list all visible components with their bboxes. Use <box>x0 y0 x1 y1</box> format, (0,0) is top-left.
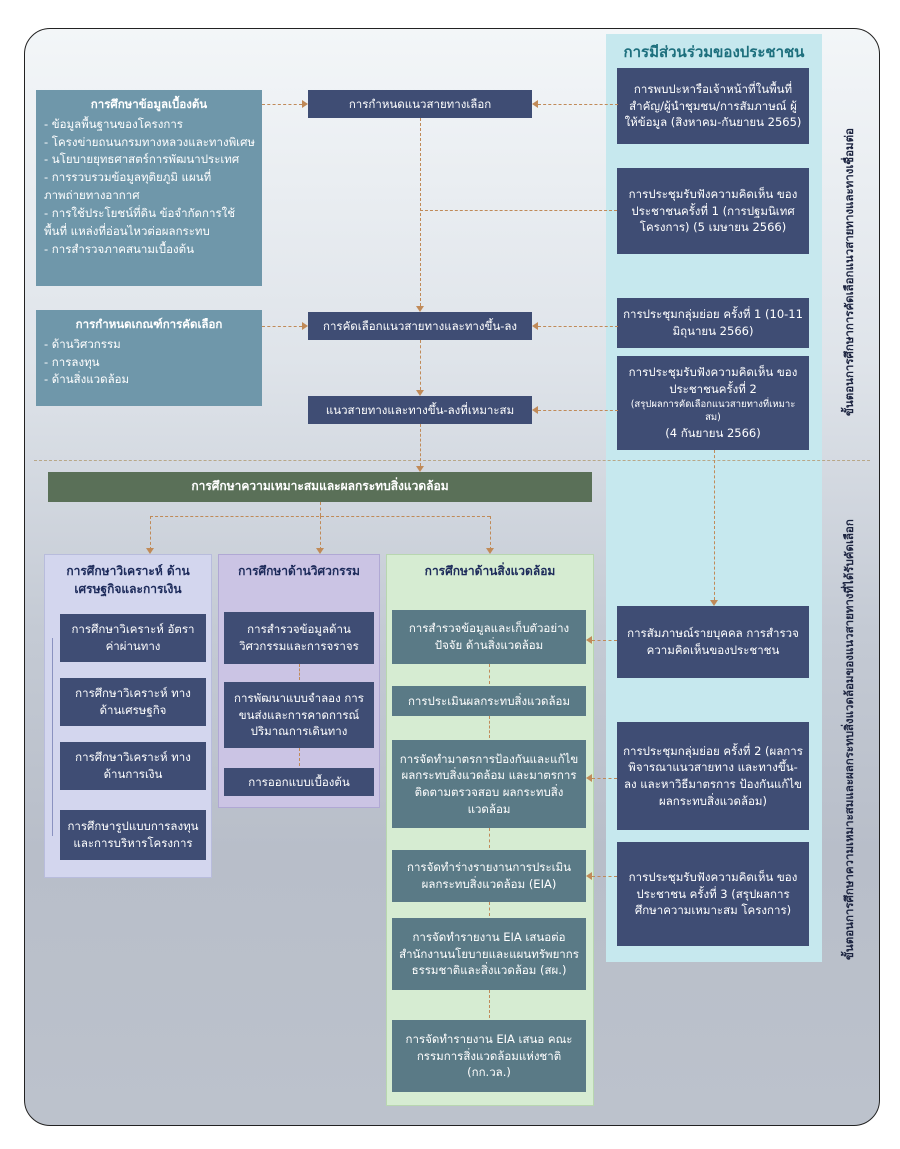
engineering-survey: การสำรวจข้อมูลด้าน วิศวกรรมและการจราจร <box>224 612 374 664</box>
baseline-study-box: การศึกษาข้อมูลเบื้องต้น - ข้อมูลพื้นฐานข… <box>36 90 262 286</box>
criteria-title: การกำหนดเกณฑ์การคัดเลือก <box>75 317 223 331</box>
pp-group-2: การประชุมกลุ่มย่อย ครั้งที่ 2 (ผลการพิจา… <box>617 722 809 830</box>
arrow <box>416 466 424 472</box>
baseline-study-title: การศึกษาข้อมูลเบื้องต้น <box>90 97 208 111</box>
connector <box>489 990 490 1018</box>
pp-hearing-2-line2: (สรุปผลการคัดเลือกแนวสายทางที่เหมาะสม) <box>630 398 796 424</box>
connector <box>592 876 617 877</box>
arrow <box>146 548 154 554</box>
criteria-item: - การลงทุน <box>44 354 100 369</box>
connector <box>489 902 490 916</box>
criteria-box: การกำหนดเกณฑ์การคัดเลือก - ด้านวิศวกรรม … <box>36 310 262 406</box>
connector <box>538 410 618 411</box>
connector <box>150 516 151 550</box>
baseline-item: - การสำรวจภาคสนามเบื้องต้น <box>44 241 194 256</box>
public-participation-title: การมีส่วนร่วมของประชาชน <box>623 43 805 61</box>
phase-separator <box>34 460 870 461</box>
economic-investment: การศึกษารูปแบบการลงทุน และการบริหารโครงก… <box>60 810 206 860</box>
arrow <box>710 600 718 606</box>
connector <box>538 326 618 327</box>
arrow <box>532 100 538 108</box>
connector <box>299 748 300 766</box>
suitable-routes-box: แนวสายทางและทางขึ้น-ลงที่เหมาะสม <box>308 396 532 424</box>
pp-hearing-2-line3: (4 กันยายน 2566) <box>665 426 761 441</box>
economic-economy: การศึกษาวิเคราะห์ ทางด้านเศรษฐกิจ <box>60 678 206 726</box>
connector <box>320 502 321 516</box>
economic-finance: การศึกษาวิเคราะห์ ทางด้านการเงิน <box>60 742 206 790</box>
arrow <box>486 548 494 554</box>
phase-label-top: ขั้นตอนการศึกษาการคัดเลือกแนวสายทางและทา… <box>842 128 856 416</box>
define-routes-box: การกำหนดแนวสายทางเลือก <box>308 90 532 118</box>
connector <box>420 424 421 466</box>
env-draft-report: การจัดทำร่างรายงานการประเมิน ผลกระทบสิ่ง… <box>392 850 586 902</box>
economic-bracket <box>52 638 60 836</box>
feasibility-study-bar: การศึกษาความเหมาะสมและผลกระทบสิ่งแวดล้อม <box>48 472 592 502</box>
connector <box>420 210 617 211</box>
connector <box>420 340 421 390</box>
baseline-item: - การใช้ประโยชน์ที่ดิน ข้อจำกัดการใช้ พื… <box>44 205 236 238</box>
economic-toll: การศึกษาวิเคราะห์ อัตราค่าผ่านทาง <box>60 614 206 662</box>
pp-hearing-1: การประชุมรับฟังความคิดเห็น ของประชาชนครั… <box>617 168 809 254</box>
pp-group-1: การประชุมกลุ่มย่อย ครั้งที่ 1 (10-11 มิถ… <box>617 298 809 348</box>
pp-interview: การสัมภาษณ์รายบุคคล การสำรวจความคิดเห็นข… <box>617 606 809 678</box>
pp-meeting-local: การพบปะหารือเจ้าหน้าที่ในพื้นที่ สำคัญ/ผ… <box>617 68 809 144</box>
env-measures: การจัดทำมาตรการป้องกันและแก้ไข ผลกระทบสิ… <box>392 740 586 828</box>
baseline-item: - ข้อมูลพื้นฐานของโครงการ <box>44 116 183 131</box>
connector <box>538 104 618 105</box>
arrow <box>586 636 592 644</box>
engineering-design: การออกแบบเบื้องต้น <box>224 768 374 796</box>
connector <box>489 664 490 684</box>
env-report-onep: การจัดทำรายงาน EIA เสนอต่อ สำนักงานนโยบา… <box>392 918 586 990</box>
env-assessment: การประเมินผลกระทบสิ่งแวดล้อม <box>392 686 586 716</box>
arrow <box>416 306 424 312</box>
arrow <box>586 872 592 880</box>
connector <box>489 716 490 738</box>
engineering-title: การศึกษาด้านวิศวกรรม <box>238 564 360 578</box>
baseline-item: - โครงข่ายถนนกรมทางหลวงและทางพิเศษ <box>44 134 255 149</box>
env-report-neb: การจัดทำรายงาน EIA เสนอ คณะกรรมการสิ่งแว… <box>392 1020 586 1092</box>
pp-hearing-3: การประชุมรับฟังความคิดเห็น ของประชาชน คร… <box>617 842 809 946</box>
baseline-item: - การรวบรวมข้อมูลทุติยภูมิ แผนที่ ภาพถ่า… <box>44 170 212 203</box>
baseline-item: - นโยบายยุทธศาสตร์การพัฒนาประเทศ <box>44 152 240 167</box>
arrow <box>586 774 592 782</box>
connector <box>490 516 491 550</box>
connector <box>592 640 617 641</box>
environment-title: การศึกษาด้านสิ่งแวดล้อม <box>424 564 556 578</box>
arrow <box>532 322 538 330</box>
connector <box>420 118 421 306</box>
connector <box>489 828 490 848</box>
connector <box>714 450 715 600</box>
phase-label-bottom: ขั้นตอนการศึกษาความเหมาะสมและผลกระทบสิ่ง… <box>842 519 856 961</box>
env-survey: การสำรวจข้อมูลและเก็บตัวอย่างปัจจัย ด้าน… <box>392 610 586 664</box>
connector <box>299 664 300 680</box>
connector <box>592 778 617 779</box>
pp-hearing-2-line1: การประชุมรับฟังความคิดเห็น ของประชาชนครั… <box>628 365 798 396</box>
arrow <box>416 390 424 396</box>
pp-hearing-2: การประชุมรับฟังความคิดเห็น ของประชาชนครั… <box>617 356 809 450</box>
arrow <box>302 322 308 330</box>
select-routes-box: การคัดเลือกแนวสายทางและทางขึ้น-ลง <box>308 312 532 340</box>
connector <box>262 326 302 327</box>
economic-title: การศึกษาวิเคราะห์ ด้านเศรษฐกิจและการเงิน <box>66 564 190 596</box>
connector <box>262 104 302 105</box>
arrow <box>532 406 538 414</box>
arrow <box>316 548 324 554</box>
engineering-model: การพัฒนาแบบจำลอง การขนส่งและการคาดการณ์ … <box>224 682 374 748</box>
connector <box>320 516 321 550</box>
arrow <box>302 100 308 108</box>
criteria-item: - ด้านวิศวกรรม <box>44 336 121 351</box>
criteria-item: - ด้านสิ่งแวดล้อม <box>44 372 130 387</box>
